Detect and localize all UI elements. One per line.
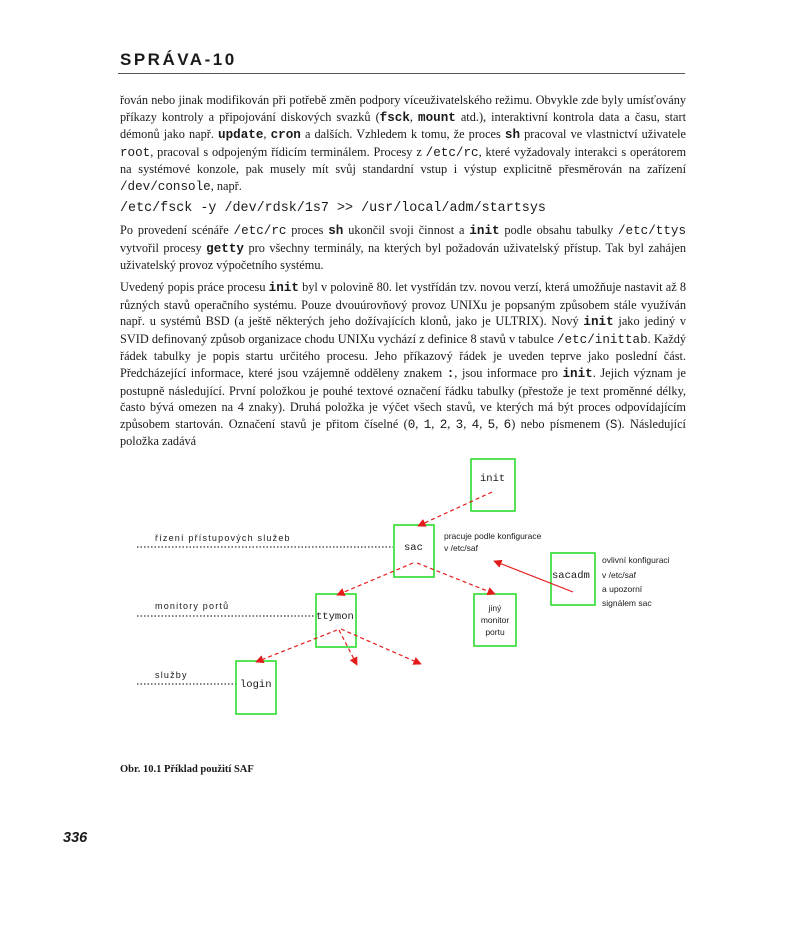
arrow-sac-to-other-monitor xyxy=(416,562,496,596)
paragraph-2: Po provedení scénáře /etc/rc proces sh u… xyxy=(120,222,686,274)
text-run: ). Následující položka zadává xyxy=(120,416,686,449)
code-mount: mount xyxy=(418,110,456,125)
code-etc-rc: /etc/rc xyxy=(233,224,287,239)
text-run: , xyxy=(409,109,419,124)
text-run: pro všechny terminály, na kterých byl po… xyxy=(120,240,686,273)
body-text: řován nebo jinak modifikován při potřebě… xyxy=(120,92,686,455)
box-other-monitor-line3: portu xyxy=(485,627,505,637)
note-sac-line2: v /etc/saf xyxy=(444,543,479,553)
box-init-frame xyxy=(470,458,516,512)
box-sacadm-frame xyxy=(550,552,596,606)
label-access-control: řízení přístupových služeb xyxy=(155,533,291,543)
header-rule xyxy=(118,73,685,74)
code-getty: getty xyxy=(206,241,244,256)
box-sac-frame xyxy=(393,524,435,578)
code-update: update xyxy=(218,128,264,143)
text-run: Po provedení scénáře xyxy=(120,223,234,238)
text-run: , pracoval s odpojeným řídicím terminále… xyxy=(150,144,426,159)
note-sacadm-line1: ovlivní konfiguraci xyxy=(602,555,670,565)
box-sac-label: sac xyxy=(404,542,423,554)
box-init-label: init xyxy=(480,473,505,485)
code-sh: sh xyxy=(328,224,344,239)
text-run: , které vyžadovaly interakci s operátore… xyxy=(120,144,687,177)
text-run: řován nebo jinak modifikován při potřebě… xyxy=(120,93,686,124)
text-run: jako jediný v SVID definovaný způsob org… xyxy=(120,314,687,346)
box-sac: sac xyxy=(393,524,435,578)
arrow-init-to-sac xyxy=(417,491,493,527)
arrow-sac-to-ttymon xyxy=(336,562,414,596)
code-colon: : xyxy=(446,366,455,381)
box-sacadm: sacadm xyxy=(550,552,596,606)
note-sac-line1: pracuje podle konfigurace xyxy=(444,531,542,541)
code-etc-ttys: /etc/ttys xyxy=(617,224,687,239)
command-line: /etc/fsck -y /dev/rdsk/1s7 >> /usr/local… xyxy=(120,200,546,216)
code-etc-inittab: /etc/inittab xyxy=(556,332,648,347)
page-number: 336 xyxy=(63,830,88,846)
arrow-ttymon-to-login xyxy=(255,629,338,664)
text-run: , xyxy=(431,416,440,431)
text-run: , jsou informace pro xyxy=(454,365,563,380)
text-run: , xyxy=(415,416,424,431)
box-other-monitor-line1: jiný xyxy=(488,603,503,613)
code-init: init xyxy=(469,224,500,239)
code-state-s: S xyxy=(609,417,618,432)
code-fsck: fsck xyxy=(379,110,410,125)
box-init: init xyxy=(470,458,516,512)
code-root: root xyxy=(120,145,151,160)
text-run: atd.), interaktivní kontrola data a času… xyxy=(120,109,686,142)
text-run: podle obsahu tabulky xyxy=(499,223,618,238)
text-run: Uvedený popis práce procesu xyxy=(120,279,269,294)
note-sacadm-line4: signálem sac xyxy=(602,598,652,608)
code-init: init xyxy=(583,315,614,330)
label-services: služby xyxy=(155,670,188,680)
code-state: 0 xyxy=(407,417,416,432)
box-login: login xyxy=(235,660,277,715)
text-run: byl v polovině 80. let vystřídán tzv. no… xyxy=(120,279,686,329)
code-init: init xyxy=(268,280,299,295)
label-port-monitors: monitory portů xyxy=(155,601,229,611)
text-run: a dalších. Vzhledem k tomu, že proces xyxy=(300,127,505,142)
figure-caption: Obr. 10.1 Příklad použití SAF xyxy=(120,764,254,775)
arrow-sacadm-to-sac xyxy=(493,559,574,593)
text-run: ukončil svoji činnost a xyxy=(343,223,470,238)
box-login-label: login xyxy=(240,679,272,691)
text-run: , xyxy=(447,416,456,431)
code-etc-rc: /etc/rc xyxy=(425,145,479,160)
text-run: . Jejich význam je postupně následující.… xyxy=(120,365,686,431)
code-sh: sh xyxy=(504,128,521,143)
code-state: 6 xyxy=(503,417,512,432)
code-state: 2 xyxy=(439,417,448,432)
saf-diagram: řízení přístupových služeb monitory port… xyxy=(137,458,670,715)
box-other-monitor-line2: monitor xyxy=(481,615,510,625)
box-ttymon-label: ttymon xyxy=(316,611,354,623)
code-state: 3 xyxy=(455,417,464,432)
text-run: , xyxy=(479,416,488,431)
text-run: ) nebo písmenem ( xyxy=(511,416,610,431)
text-run: pracoval ve vlastnictví uživatele xyxy=(520,127,686,142)
note-sacadm-line3: a upozorní xyxy=(602,584,643,594)
text-run: , např. xyxy=(210,178,242,193)
paragraph-1: řován nebo jinak modifikován při potřebě… xyxy=(120,92,686,196)
code-state: 4 xyxy=(471,417,480,432)
code-dev-console: /dev/console xyxy=(120,179,211,194)
code-state: 1 xyxy=(423,417,432,432)
text-run: . Každý řádek tabulky je popis startu ur… xyxy=(120,331,687,380)
code-init: init xyxy=(562,366,593,381)
text-run: , xyxy=(463,416,472,431)
box-ttymon-frame xyxy=(315,593,357,648)
text-run: , xyxy=(263,127,271,142)
box-ttymon: ttymon xyxy=(315,593,357,648)
note-sacadm-line2: v /etc/saf xyxy=(602,570,637,580)
box-sacadm-label: sacadm xyxy=(552,570,590,582)
arrow-ttymon-right xyxy=(340,628,422,665)
chapter-title: SPRÁVA-10 xyxy=(120,50,237,69)
code-cron: cron xyxy=(270,128,301,143)
text-run: vytvořil procesy xyxy=(120,240,207,255)
text-run: proces xyxy=(286,223,329,238)
text-run: , xyxy=(495,416,504,431)
paragraph-3: Uvedený popis práce procesu init byl v p… xyxy=(120,279,686,450)
code-state: 5 xyxy=(487,417,496,432)
box-other-monitor: jiný monitor portu xyxy=(473,593,517,647)
